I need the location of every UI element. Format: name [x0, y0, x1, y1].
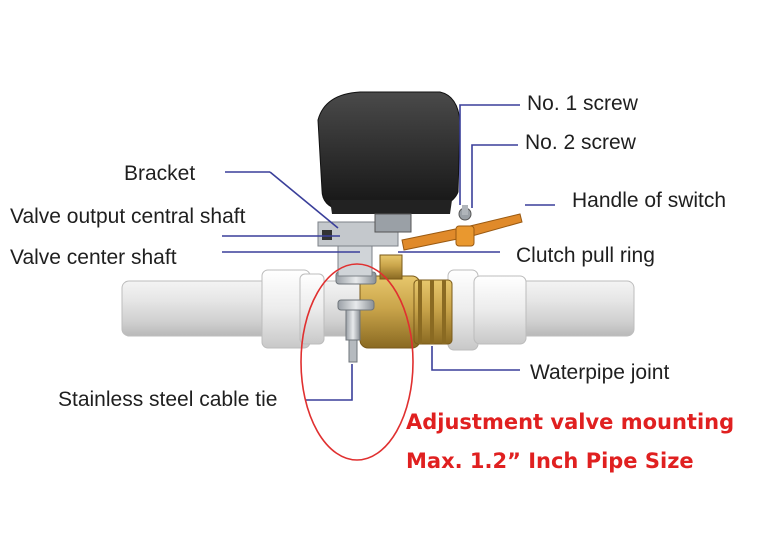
leader-waterpipe-joint: [431, 346, 520, 371]
label-no2-screw: No. 2 screw: [525, 131, 636, 154]
note-max-pipe-size: Max. 1.2” Inch Pipe Size: [406, 449, 694, 473]
leader-no2-screw: [471, 144, 518, 208]
note-adjustment-valve-mounting: Adjustment valve mounting: [406, 410, 735, 434]
label-valve-output-central-shaft: Valve output central shaft: [10, 205, 246, 228]
label-clutch-pull-ring: Clutch pull ring: [516, 244, 655, 267]
label-waterpipe-joint: Waterpipe joint: [530, 361, 670, 384]
waterpipe-joint: [447, 269, 527, 351]
label-handle-of-switch: Handle of switch: [572, 189, 727, 212]
leader-lines: [222, 104, 555, 401]
valve-actuator: [317, 91, 461, 233]
handle-of-switch: [401, 205, 523, 251]
highlight-circle: [300, 263, 414, 461]
leader-no1-screw: [459, 104, 520, 205]
leader-cable-tie: [306, 364, 353, 401]
label-bracket: Bracket: [124, 162, 196, 185]
label-stainless-steel-cable-tie: Stainless steel cable tie: [58, 388, 278, 411]
label-no1-screw: No. 1 screw: [527, 92, 638, 115]
brass-valve-body: [359, 254, 453, 349]
leader-bracket-diag: [269, 171, 339, 229]
label-valve-center-shaft: Valve center shaft: [10, 246, 177, 269]
left-pipe-joint: [261, 269, 325, 349]
stainless-steel-cable-tie: [335, 271, 377, 363]
